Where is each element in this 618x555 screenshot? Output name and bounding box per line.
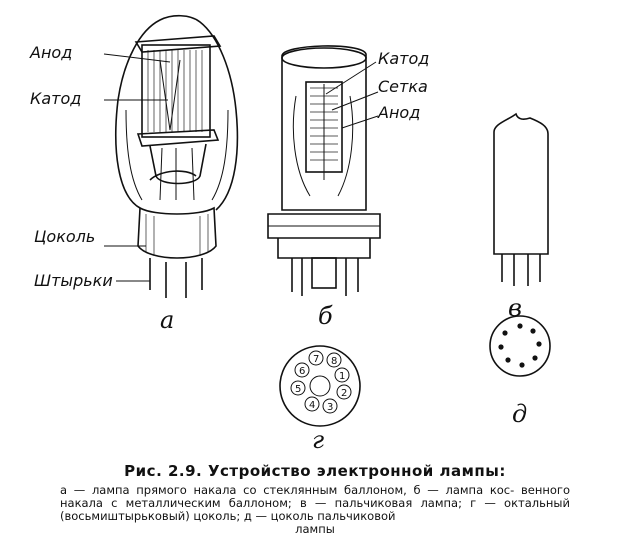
vacuum-tube-figure: Анод Катод Цоколь Штырьки а Ка [29,14,551,454]
label-anode-b: Анод [377,103,420,122]
pin-5: 5 [295,384,301,395]
letter-d: д [512,400,527,428]
label-cathode-a: Катод [30,89,81,108]
label-anode-a: Анод [29,43,72,62]
caption-title: Рис. 2.9. Устройство электронной лампы: [124,462,506,480]
caption-body: а — лампа прямого накала со стеклянным б… [60,484,570,536]
pin-2: 2 [341,388,347,399]
label-grid-b: Сетка [378,77,428,96]
label-pins-a: Штырьки [34,271,113,290]
caption-line-2: венного накала с металлическим баллоном;… [60,483,570,510]
octal-base-diagram: 1 2 3 4 5 6 7 8 [279,345,361,427]
label-cathode-b: Катод [378,49,429,68]
lamp-v-miniature-tube [493,112,549,286]
figure-caption: Рис. 2.9. Устройство электронной лампы: … [60,462,570,536]
caption-line-4: лампы [295,522,335,536]
letter-a: а [160,306,174,334]
letter-g: г [312,426,324,454]
letter-b: б [318,302,333,330]
pin-7: 7 [313,354,319,365]
miniature-base-diagram [489,315,551,377]
pin-3: 3 [327,402,333,413]
letter-v: в [508,294,522,322]
caption-line-3: г — октальный (восьмиштырьковый) цоколь;… [60,496,570,523]
pin-4: 4 [309,400,315,411]
caption-line-1: а — лампа прямого накала со стеклянным б… [60,483,515,497]
pin-8: 8 [331,356,337,367]
pin-6: 6 [299,366,305,377]
lamp-b-metal-tube [267,45,381,296]
label-base-a: Цоколь [34,227,95,246]
pin-1: 1 [339,371,345,382]
lamp-a-glass-tube [103,14,239,298]
